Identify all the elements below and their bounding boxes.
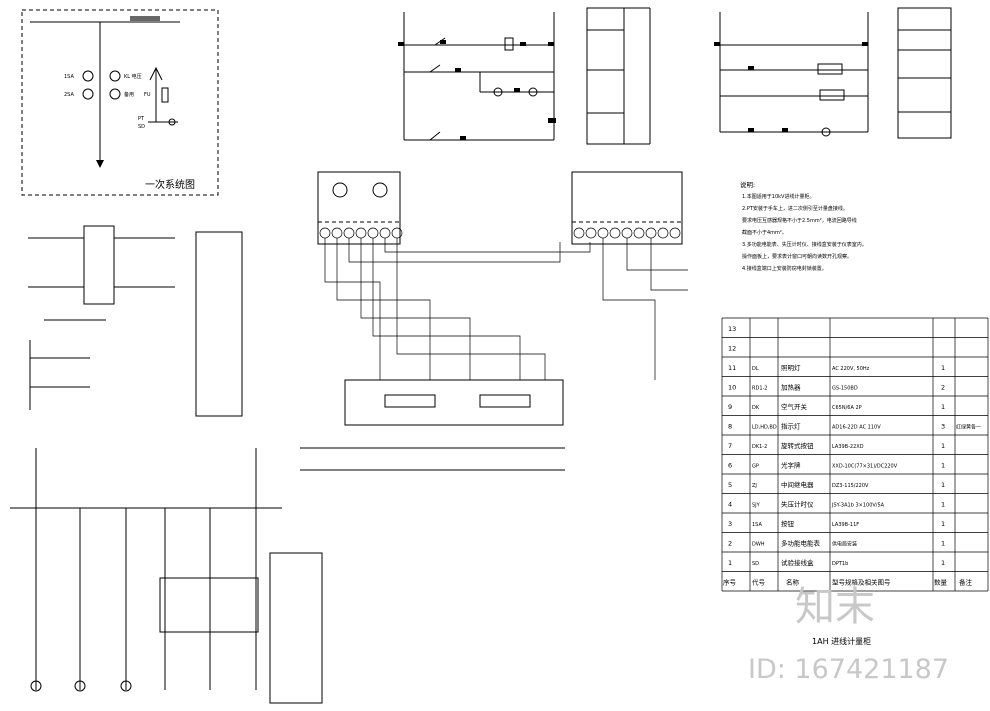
bom-cell-spec: DPT1b xyxy=(832,561,848,567)
bom-cell-code: DWH xyxy=(752,542,765,548)
bom-cell-spec: LA39B-11F xyxy=(832,522,859,528)
bom-cell-index: 11 xyxy=(728,364,736,372)
bom-cell-spec: AD16-22D AC 110V xyxy=(832,425,881,431)
bom-cell-name: 试验接线盒 xyxy=(781,558,814,567)
bom-cell-index: 4 xyxy=(728,501,732,509)
bom-cell-name: 照明灯 xyxy=(781,363,801,372)
bom-header-cell: 代号 xyxy=(752,578,766,587)
bom-header-cell: 名称 xyxy=(786,578,800,587)
svg-text:1SA: 1SA xyxy=(64,74,74,80)
bom-cell-code: ZJ xyxy=(752,483,757,489)
bom-cell-name: 多功能电能表 xyxy=(781,539,821,548)
bom-cell-spec: LA39B-22XD xyxy=(832,444,864,450)
bom-cell-spec: XXD-10C(77×31)/DC220V xyxy=(832,464,898,470)
watermark-logo: 知末 xyxy=(795,584,875,630)
bom-cell-index: 12 xyxy=(728,345,736,353)
svg-text:FU: FU xyxy=(144,92,151,98)
bom-cell-code: LD,HD,BD xyxy=(752,425,777,431)
bom-cell-index: 13 xyxy=(728,325,736,333)
bom-cell-qty: 1 xyxy=(941,364,945,372)
bom-cell-qty: 3 xyxy=(941,423,945,431)
bom-cell-index: 7 xyxy=(728,442,732,450)
bom-cell-name: 中间继电器 xyxy=(781,480,814,489)
bom-cell-code: RD1-2 xyxy=(752,386,768,392)
bom-cell-qty: 1 xyxy=(941,540,945,548)
bom-cell-qty: 1 xyxy=(941,501,945,509)
note-line: 3.多功能电能表、失压计时仪、接线盒安装于仪表室内， xyxy=(742,241,867,248)
bom-cell-name: 按钮 xyxy=(781,519,795,528)
bom-cell-name: 加热器 xyxy=(781,383,801,392)
bom-cell-name: 指示灯 xyxy=(781,422,801,431)
bom-cell-code: SJY xyxy=(752,503,761,509)
bom-header-cell: 型号规格及相关图号 xyxy=(832,578,891,587)
note-line: 1.本图适用于10kV进线计量柜。 xyxy=(742,193,814,200)
bom-cell-spec: AC 220V, 50Hz xyxy=(832,366,870,372)
note-line: 4.接线盒端口上安装防窃电封锁装置。 xyxy=(742,265,827,272)
bom-cell-name: 空气开关 xyxy=(781,402,808,411)
bom-cell-spec: GS-150BD xyxy=(832,386,858,392)
bom-cell-code: DK xyxy=(752,405,760,411)
bom-cell-index: 8 xyxy=(728,423,732,431)
bom-cell-index: 5 xyxy=(728,481,732,489)
notes-block: 说明: 1.本图适用于10kV进线计量柜。 2.PT安装于手车上，进二次侧引至计… xyxy=(740,180,867,272)
svg-text:SD: SD xyxy=(138,124,145,130)
bom-header-cell: 备注 xyxy=(959,578,973,587)
drawing-title: 1AH 进线计量柜 xyxy=(812,636,871,646)
bom-cell-qty: 1 xyxy=(941,403,945,411)
bom-header-cell: 序号 xyxy=(723,578,737,587)
svg-text:PT: PT xyxy=(138,116,145,122)
svg-text:2SA: 2SA xyxy=(64,92,74,98)
bom-cell-index: 10 xyxy=(728,384,736,392)
bom-cell-index: 3 xyxy=(728,520,732,528)
bom-cell-code: DK1-2 xyxy=(752,444,767,450)
bom-header-cell: 数量 xyxy=(934,578,948,587)
bom-cell-name: 光字牌 xyxy=(781,461,801,470)
bom-cell-name: 旋转式按钮 xyxy=(781,441,814,450)
note-line: 操作面板上，要求表计窗口可朝向读数开孔观察。 xyxy=(742,253,852,260)
bom-cell-remark: 红绿黄各一 xyxy=(956,424,981,431)
bom-cell-index: 1 xyxy=(728,559,732,567)
secondary-wiring xyxy=(28,225,243,417)
bom-cell-index: 2 xyxy=(728,540,732,548)
bom-cell-spec: 供电局安装 xyxy=(832,541,857,548)
bom-cell-spec: C65N/6A 2P xyxy=(832,405,862,411)
note-line: 要求电压互感器规格不小于2.5mm²，电流回路导线 xyxy=(742,217,857,224)
bom-cell-spec: DZ3-115/220V xyxy=(832,483,869,489)
alarm-circuit xyxy=(714,7,952,139)
primary-system-diagram: 1SA 2SA KL 电压 备用 FU PT SD 一次系统图 xyxy=(21,9,219,196)
notes-heading: 说明: xyxy=(740,180,755,189)
bom-cell-qty: 1 xyxy=(941,462,945,470)
bom-cell-index: 6 xyxy=(728,462,732,470)
bom-cell-spec: JSY-3A1b 3×100V/5A xyxy=(831,503,885,509)
watermark-id: ID: 167421187 xyxy=(748,654,949,685)
svg-text:备用: 备用 xyxy=(124,91,134,98)
bom-cell-index: 9 xyxy=(728,403,732,411)
bom-cell-qty: 1 xyxy=(941,520,945,528)
bom-cell-qty: 1 xyxy=(941,481,945,489)
bom-cell-code: SD xyxy=(752,561,759,567)
bom-cell-code: DL xyxy=(752,366,759,372)
one-line-feeders xyxy=(10,448,323,704)
bom-cell-code: 1SA xyxy=(752,522,762,528)
svg-text:KL 电压: KL 电压 xyxy=(124,73,142,80)
bom-cell-code: GP xyxy=(752,464,759,470)
note-line: 2.PT安装于手车上，进二次侧引至计量盘接线。 xyxy=(742,205,848,212)
primary-system-title: 一次系统图 xyxy=(145,178,195,191)
bom-cell-qty: 1 xyxy=(941,442,945,450)
control-circuit xyxy=(398,7,651,145)
meter-wiring-diagram xyxy=(300,171,688,471)
note-line: 截面不小于4mm²。 xyxy=(742,229,787,236)
bom-cell-name: 失压计时仪 xyxy=(781,500,814,509)
bom-cell-qty: 1 xyxy=(941,559,945,567)
bom-cell-qty: 2 xyxy=(941,384,945,392)
